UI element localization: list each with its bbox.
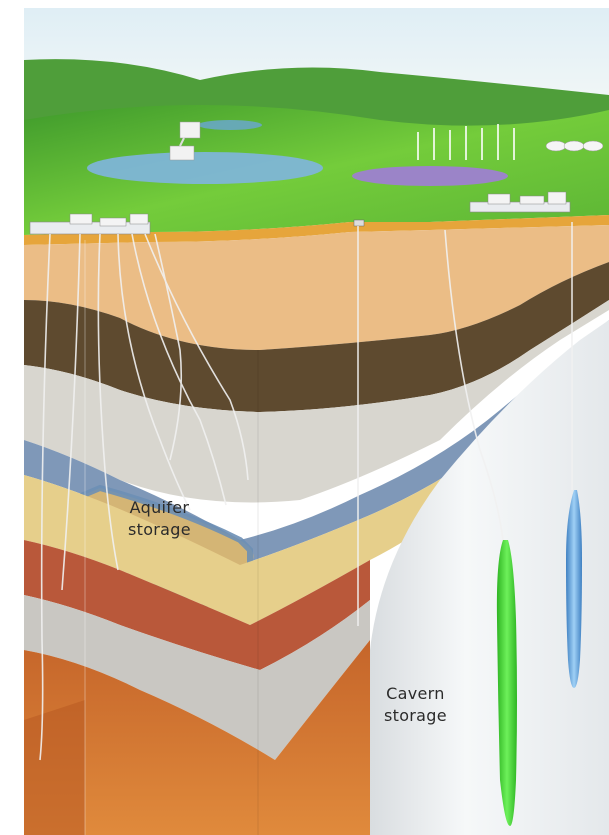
salt-dome [370, 320, 609, 835]
cavern-storage-label: Cavern storage [384, 683, 447, 727]
surface-edge [24, 215, 609, 245]
solar-field [352, 166, 508, 186]
facility-icon [469, 191, 571, 213]
layer-aquifer-band [24, 320, 609, 565]
aquifer-label-line2: storage [128, 520, 191, 539]
layer-grey-rock [24, 300, 609, 503]
layer-lower-grey [24, 595, 370, 760]
cavern-label-line1: Cavern [386, 684, 445, 703]
aquifer-storage-label: Aquifer storage [128, 497, 191, 541]
wind-turbine-icon [417, 124, 515, 160]
aquifer-label-line1: Aquifer [129, 498, 190, 517]
storage-tank-icon [545, 140, 604, 152]
cavern-green [496, 540, 517, 826]
cavern-blue [566, 490, 582, 688]
pipeline-icon [39, 222, 573, 761]
cavern-label-line2: storage [384, 706, 447, 725]
layer-deep-ground-front [24, 700, 85, 835]
reservoir [198, 120, 262, 130]
lake [87, 152, 323, 184]
pump-station-icon [169, 121, 201, 161]
wellhead-icon [353, 219, 365, 227]
facility-icon [29, 213, 151, 235]
layer-topsoil [24, 225, 609, 350]
layer-deep-ground [24, 640, 370, 835]
layer-sandstone [24, 345, 609, 625]
layer-red-clay [24, 540, 370, 670]
